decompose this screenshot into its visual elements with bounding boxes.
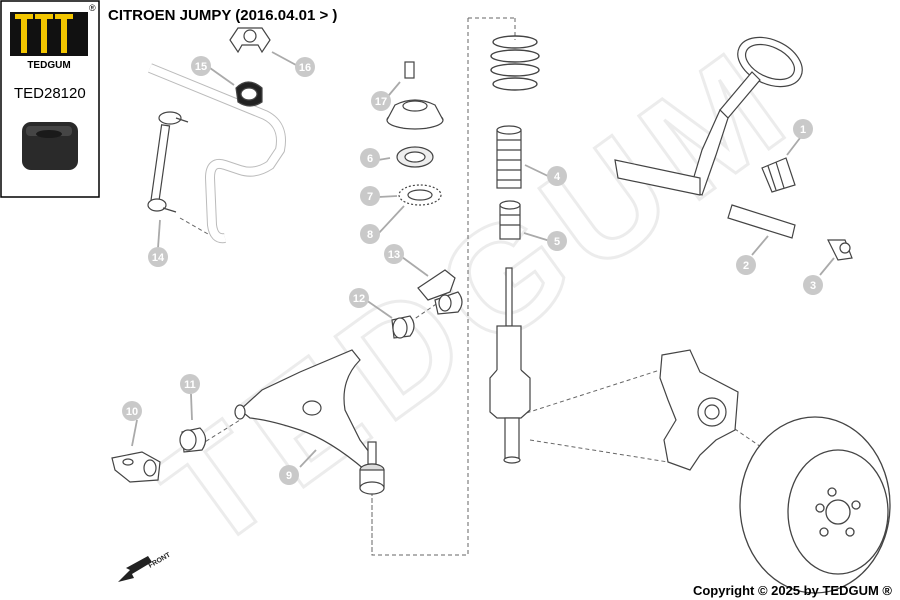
callout-1: 1 (793, 119, 813, 139)
callout-number: 8 (367, 229, 373, 241)
callout-number: 10 (126, 406, 138, 418)
tedgum-logo: ® TEDGUM (10, 3, 96, 71)
callout-number: 2 (743, 260, 749, 272)
copyright-footer: Copyright © 2025 by TEDGUM ® (693, 583, 892, 598)
callout-circle (793, 119, 813, 139)
callout-circle (191, 56, 211, 76)
tie-rod-end (827, 239, 853, 261)
callout-number: 15 (195, 61, 207, 73)
bushing-11 (179, 427, 207, 453)
dust-boot (496, 125, 522, 189)
callout-number: 14 (152, 252, 165, 264)
callout-number: 3 (810, 280, 816, 292)
callout-3: 3 (803, 275, 823, 295)
callout-16: 16 (295, 57, 315, 77)
callout-15: 15 (191, 56, 211, 76)
coil-spring (490, 35, 540, 91)
front-direction: FRONT (118, 551, 173, 582)
callout-circle (371, 91, 391, 111)
callout-number: 13 (388, 249, 400, 261)
callout-circle (360, 224, 380, 244)
callout-8: 8 (360, 224, 380, 244)
bracket-13 (417, 269, 463, 315)
callout-circle (360, 186, 380, 206)
ball-joint (359, 441, 385, 495)
stabilizer-link (147, 111, 189, 213)
callout-number: 5 (554, 236, 560, 248)
callout-circle (360, 148, 380, 168)
callout-circle (122, 401, 142, 421)
bushing-and-clamp (229, 27, 271, 107)
callout-number: 9 (286, 470, 292, 482)
steering-knuckle (659, 349, 739, 471)
callout-number: 16 (299, 62, 311, 74)
callout-circle (279, 465, 299, 485)
anti-roll-bar (148, 63, 286, 244)
callout-number: 7 (367, 191, 373, 203)
brand-mark: ® (89, 3, 96, 13)
callout-6: 6 (360, 148, 380, 168)
callout-number: 11 (184, 379, 196, 391)
callout-circle (295, 57, 315, 77)
callout-number: 6 (367, 153, 373, 165)
front-arrow-icon (118, 556, 152, 582)
callout-5: 5 (547, 231, 567, 251)
callout-9: 9 (279, 465, 299, 485)
steering-assembly (614, 36, 803, 196)
callout-number: 4 (554, 171, 561, 183)
callout-7: 7 (360, 186, 380, 206)
callout-number: 17 (375, 96, 387, 108)
callout-17: 17 (371, 91, 391, 111)
bracket-10 (111, 451, 161, 483)
callout-4: 4 (547, 166, 567, 186)
bushing-product-image (22, 122, 78, 170)
callout-circle (803, 275, 823, 295)
top-mount-parts (386, 61, 444, 206)
vehicle-title: CITROEN JUMPY (2016.04.01 > ) (108, 7, 337, 24)
part-number: TED28120 (14, 85, 86, 102)
shock-absorber (489, 267, 531, 464)
callout-14: 14 (148, 247, 168, 267)
callout-circle (547, 166, 567, 186)
callout-12: 12 (349, 288, 369, 308)
callout-circle (349, 288, 369, 308)
steering-boot (761, 157, 796, 193)
brand-name: TEDGUM (27, 60, 70, 71)
front-label: FRONT (148, 551, 173, 569)
callout-circle (180, 374, 200, 394)
inner-tie-rod (727, 204, 796, 239)
callout-number: 1 (800, 124, 806, 136)
callout-number: 12 (353, 293, 365, 305)
callout-circle (384, 244, 404, 264)
lower-control-arm (234, 349, 376, 471)
callout-2: 2 (736, 255, 756, 275)
callout-circle (736, 255, 756, 275)
wheel (739, 416, 891, 594)
bump-stop (499, 200, 521, 240)
part-info-box: ® TEDGUM TED28120 (0, 0, 100, 198)
callout-10: 10 (122, 401, 142, 421)
callout-circle (148, 247, 168, 267)
callout-circle (547, 231, 567, 251)
callout-13: 13 (384, 244, 404, 264)
callout-leaders (131, 51, 835, 468)
callout-11: 11 (180, 374, 200, 394)
bushing-12 (391, 315, 415, 339)
